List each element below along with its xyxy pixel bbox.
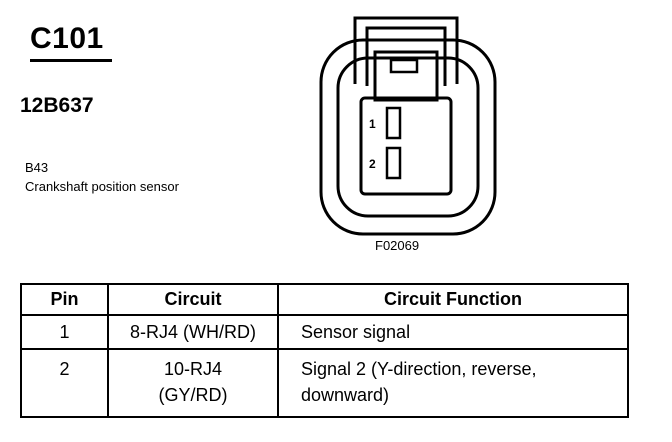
pin-1-terminal [385,106,402,140]
pin-2-terminal [385,146,402,180]
circuit-line: (GY/RD) [158,385,228,405]
connector-id-underline [30,59,112,62]
connector-inner-housing [336,56,480,218]
cell-function: Sensor signal [277,314,629,350]
lock-tab-inner [365,26,447,86]
header-pin: Pin [20,283,109,316]
function-line: downward) [301,385,390,405]
function-line: Signal 2 (Y-direction, reverse, [301,359,537,379]
figure-code: F02069 [375,238,420,253]
header-circuit: Circuit [107,283,279,316]
cell-circuit: 10-RJ4 (GY/RD) [107,348,279,418]
cell-function: Signal 2 (Y-direction, reverse, downward… [277,348,629,418]
connector-outer-housing [319,38,497,236]
cell-pin: 1 [20,314,109,350]
lock-tab-frame [353,16,459,84]
cell-pin: 2 [20,348,109,418]
function-line: Sensor signal [301,322,411,342]
table-row: 1 8-RJ4 (WH/RD) Sensor signal [20,314,629,350]
table-row: 2 10-RJ4 (GY/RD) Signal 2 (Y-direction, … [20,348,629,418]
lock-tab-notch [389,58,419,74]
terminal-block [359,96,453,196]
connector-id: C101 [30,22,104,55]
component-ref: B43 [25,160,49,175]
pin-2-label: 2 [369,157,376,171]
part-number: 12B637 [20,94,94,117]
connector-face-drawing [319,16,497,236]
circuit-line: 8-RJ4 (WH/RD) [130,322,256,342]
connector-figure: 1 2 [318,14,498,236]
circuit-line: 10-RJ4 [163,359,223,379]
cell-circuit: 8-RJ4 (WH/RD) [107,314,279,350]
component-name: Crankshaft position sensor [25,179,179,194]
lock-tab-body [373,50,439,102]
header-circuit-function: Circuit Function [277,283,629,316]
table-header-row: Pin Circuit Circuit Function [20,283,629,316]
pin-table: Pin Circuit Circuit Function 1 8-RJ4 (WH… [20,283,629,418]
pin-1-label: 1 [369,117,376,131]
